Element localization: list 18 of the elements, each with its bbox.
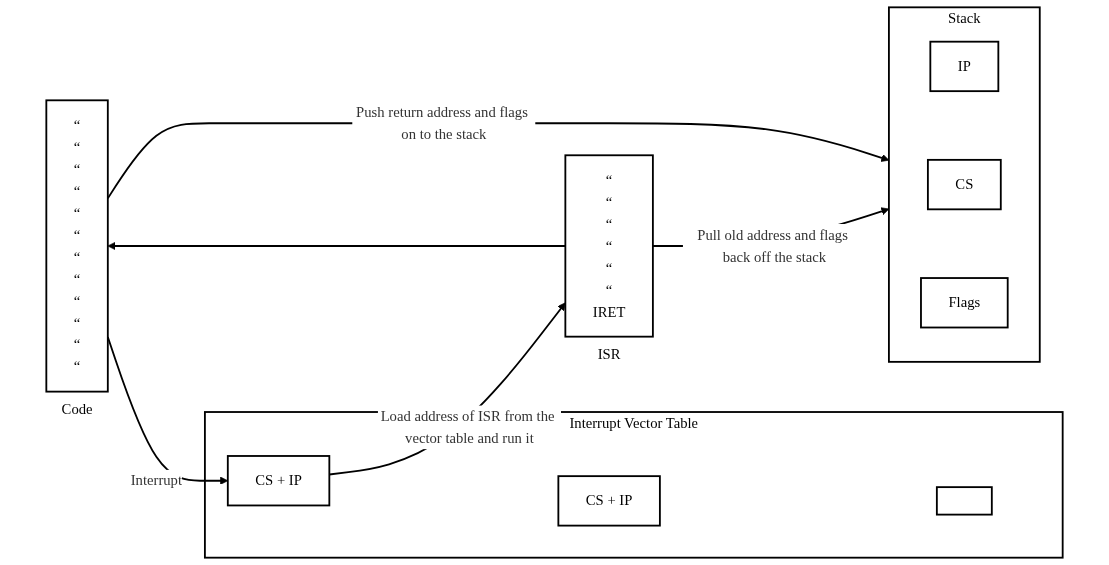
node-box bbox=[935, 486, 993, 516]
edge-label: Pull old address and flags back off the stack bbox=[697, 226, 848, 265]
node-box: “ “ “ “ “ “ “ “ “ “ “ “ bbox=[45, 99, 109, 393]
node-box: Flags bbox=[920, 277, 1009, 329]
node-box: CS + IP bbox=[226, 455, 331, 507]
node-label: Interrupt Vector Table bbox=[569, 414, 699, 431]
node-box: IP bbox=[929, 40, 1000, 93]
node-caption: ISR bbox=[597, 345, 621, 362]
node-box: CS bbox=[926, 158, 1002, 211]
node-caption: Code bbox=[61, 400, 93, 417]
edge-label: Load address of ISR from the vector table and run it bbox=[380, 408, 555, 446]
node-box: CS + IP bbox=[557, 475, 661, 527]
cluster bbox=[888, 6, 1041, 363]
edge-label: Interrupt bbox=[130, 472, 182, 489]
node-label: Stack bbox=[948, 10, 981, 26]
node-box: “ “ “ “ “ “ IRET bbox=[564, 154, 654, 338]
cluster bbox=[204, 411, 1064, 559]
edge-label: Push return address and flags on to the stack bbox=[356, 103, 528, 142]
